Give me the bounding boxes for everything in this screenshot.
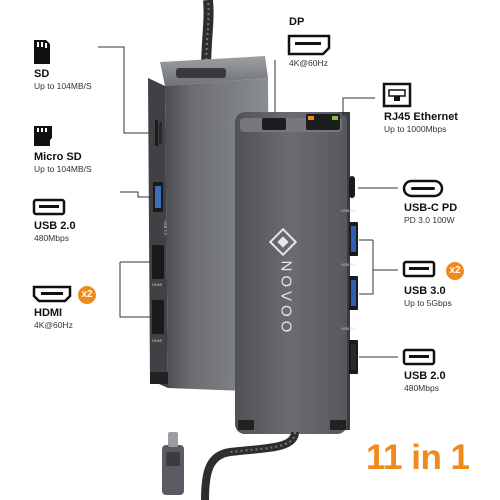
- port-marking: USB 2.0: [162, 220, 168, 235]
- front-hub-right-ports: [349, 176, 358, 374]
- label-sd: SD Up to 104MB/S: [34, 68, 92, 92]
- port-title: USB 3.0: [404, 285, 446, 297]
- port-spec: Up to 1000Mbps: [384, 124, 447, 134]
- port-spec: 4K@60Hz: [289, 58, 328, 68]
- front-hub-body: [235, 112, 350, 434]
- label-rj45: RJ45 Ethernet Up to 1000Mbps: [384, 111, 458, 135]
- port-spec: 480Mbps: [34, 233, 69, 243]
- port-marking: USB 2.0: [341, 326, 356, 331]
- port-spec: Up to 104MB/S: [34, 164, 92, 174]
- label-usb-c-pd: USB-C PD PD 3.0 100W: [404, 202, 457, 226]
- usb-a-icon: [402, 348, 436, 366]
- port-title: HDMI: [34, 307, 63, 319]
- port-marking: USB 3.0: [341, 262, 356, 267]
- port-title: USB-C PD: [404, 202, 458, 214]
- port-spec: PD 3.0 100W: [404, 215, 455, 225]
- hdmi-icon: [32, 285, 72, 303]
- port-marking: USB 3.0: [341, 208, 356, 213]
- usb-c-plug-icon: [162, 432, 184, 495]
- back-hub-ports: [150, 120, 168, 384]
- port-title: USB 2.0: [34, 220, 76, 232]
- front-hub-top-ports: [262, 114, 340, 130]
- port-spec: 4K@60Hz: [34, 320, 73, 330]
- usb-a-icon: [402, 260, 436, 278]
- ethernet-icon: [382, 82, 412, 108]
- port-spec: Up to 104MB/S: [34, 81, 92, 91]
- quantity-badge-usb-3: x2: [446, 262, 464, 280]
- port-title: USB 2.0: [404, 370, 446, 382]
- port-spec: 480Mbps: [404, 383, 439, 393]
- label-micro-sd: Micro SD Up to 104MB/S: [34, 151, 92, 175]
- usb-c-icon: [402, 179, 444, 198]
- label-usb-3: USB 3.0 Up to 5Gbps: [404, 285, 452, 309]
- headline-11-in-1: 11 in 1: [366, 438, 470, 477]
- port-title: DP: [289, 16, 305, 28]
- label-usb-2-right: USB 2.0 480Mbps: [404, 370, 446, 394]
- brand-logo-text: NOVOO: [277, 260, 295, 337]
- label-usb-2-left: USB 2.0 480Mbps: [34, 220, 76, 244]
- port-title: SD: [34, 68, 50, 80]
- label-hdmi: HDMI 4K@60Hz: [34, 307, 73, 331]
- port-title: Micro SD: [34, 151, 82, 163]
- port-marking: HDMI: [152, 282, 163, 287]
- port-title: RJ45 Ethernet: [384, 111, 458, 123]
- micro-sd-icon: [34, 126, 52, 146]
- displayport-icon: [287, 34, 331, 56]
- port-marking: HDMI: [152, 338, 163, 343]
- leader-lines: [98, 46, 398, 358]
- usb-a-icon: [32, 198, 66, 216]
- quantity-badge-hdmi: x2: [78, 286, 96, 304]
- port-spec: Up to 5Gbps: [404, 298, 452, 308]
- sd-card-icon: [34, 40, 50, 64]
